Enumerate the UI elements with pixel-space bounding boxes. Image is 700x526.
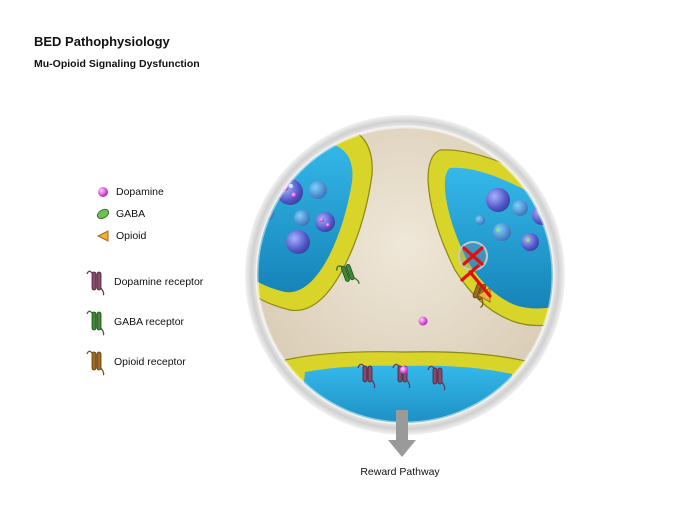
legend-opioid: Opioid (96, 229, 146, 243)
legend-dopamine-receptor-label: Dopamine receptor (114, 276, 204, 288)
block-x-icon (462, 246, 484, 266)
opioid-receptor-icon (86, 350, 105, 376)
legend-gaba-label: GABA (116, 208, 146, 220)
legend-opioid-label: Opioid (116, 230, 147, 242)
dopamine-bound (400, 366, 408, 374)
inhibition-icon (460, 264, 492, 298)
dopamine-icon (98, 187, 108, 197)
dopamine-receptor-icon (86, 270, 105, 296)
legend-dopamine: Dopamine (96, 185, 164, 199)
opioid-icon (96, 230, 109, 242)
legend-dopamine-receptor: Dopamine receptor (84, 268, 203, 296)
legend-opioid-receptor: Opioid receptor (84, 348, 186, 376)
legend-opioid-receptor-label: Opioid receptor (114, 356, 186, 368)
gaba-receptor-left (336, 264, 360, 285)
legend-gaba: GABA (96, 207, 145, 221)
gaba-icon (96, 208, 110, 220)
dopamine-molecule (418, 316, 428, 326)
legend-dopamine-label: Dopamine (116, 186, 164, 198)
reward-pathway-label: Reward Pathway (360, 466, 440, 478)
legend-gaba-receptor: GABA receptor (84, 308, 184, 336)
diagram-title: BED Pathophysiology (34, 34, 170, 49)
dopamine-receptor-3 (427, 365, 446, 391)
down-arrow-icon (388, 410, 416, 457)
dopamine-receptor-1 (357, 363, 376, 389)
legend-gaba-receptor-label: GABA receptor (114, 316, 185, 328)
diagram-subtitle: Mu-Opioid Signaling Dysfunction (34, 58, 200, 70)
gaba-receptor-icon (86, 310, 105, 336)
